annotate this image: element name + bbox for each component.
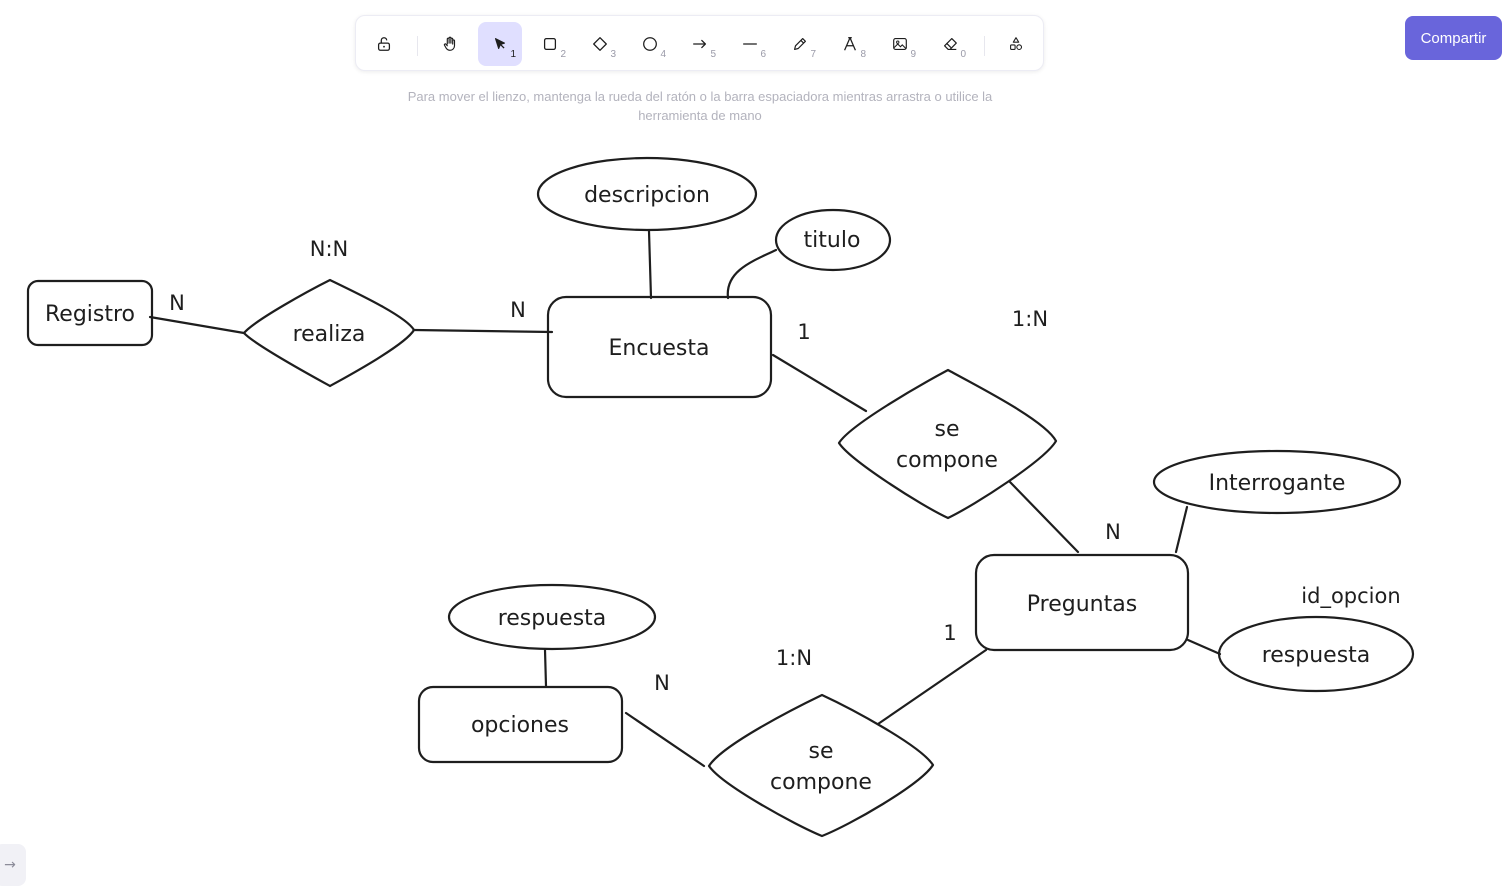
lock-open-icon	[377, 37, 391, 51]
line-shortcut-key: 6	[760, 49, 766, 60]
cardinality-one-preguntas: 1	[943, 621, 956, 645]
rectangle-shortcut-key: 2	[560, 49, 566, 60]
main-toolbar: 1 2 3 4 5 6 7 8 9 0	[355, 15, 1044, 71]
text-icon	[844, 37, 856, 51]
shapes-icon	[1010, 37, 1023, 51]
entity-opciones-label: opciones	[471, 713, 569, 738]
relationship-se-compone-2-line-2: compone	[770, 770, 872, 795]
relationship-se-compone-1[interactable]	[837, 368, 1058, 520]
entity-encuesta-label: Encuesta	[609, 336, 710, 361]
diamond-shortcut-key: 3	[610, 49, 616, 60]
connector-se-compone-2-opciones[interactable]	[624, 711, 706, 768]
arrow-icon	[693, 39, 707, 49]
more-shapes-button[interactable]	[994, 22, 1038, 66]
entity-preguntas[interactable]	[974, 553, 1190, 652]
draw-shortcut-key: 7	[810, 49, 816, 60]
eraser-tool-button[interactable]: 0	[928, 22, 972, 66]
hand-icon	[443, 36, 456, 51]
toolbar-divider	[984, 36, 985, 56]
attribute-titulo-label: titulo	[804, 228, 861, 253]
relationship-se-compone-1-line-1: se	[935, 417, 960, 442]
canvas-hint-text: Para mover el lienzo, mantenga la rueda …	[407, 89, 993, 123]
relationship-realiza[interactable]	[242, 278, 416, 388]
rectangle-icon	[543, 37, 557, 51]
connector-se-compone-preguntas[interactable]	[1008, 480, 1080, 554]
arrow-shortcut-key: 5	[710, 49, 716, 60]
relationship-se-compone-2[interactable]	[707, 693, 935, 838]
connector-opciones-respuesta[interactable]	[543, 648, 548, 688]
connector-encuesta-titulo[interactable]	[726, 248, 778, 300]
cardinality-n-encuesta: N	[510, 298, 526, 322]
connector-preguntas-se-compone-2[interactable]	[876, 648, 988, 726]
draw-tool-button[interactable]: 7	[778, 22, 822, 66]
cardinality-one-encuesta: 1	[797, 320, 810, 344]
relationship-se-compone-1-line-2: compone	[896, 448, 998, 473]
share-button[interactable]: Compartir	[1405, 16, 1502, 60]
toolbar-divider	[417, 36, 418, 56]
lock-tool-button[interactable]	[362, 22, 406, 66]
cardinality-n-preguntas: N	[1105, 520, 1121, 544]
pointer-icon	[494, 38, 506, 50]
selection-tool-button[interactable]: 1	[478, 22, 522, 66]
diamond-icon	[593, 37, 607, 51]
entity-registro[interactable]	[26, 279, 154, 347]
image-icon	[893, 38, 907, 50]
rectangle-tool-button[interactable]: 2	[528, 22, 572, 66]
attribute-respuesta-opciones[interactable]	[447, 583, 657, 651]
attribute-interrogante[interactable]	[1152, 449, 1402, 515]
attribute-titulo[interactable]	[774, 208, 892, 272]
image-shortcut-key: 9	[910, 49, 916, 60]
entity-encuesta[interactable]	[546, 295, 773, 399]
cardinality-n-registro: N	[169, 291, 185, 315]
attribute-respuesta-preguntas[interactable]	[1217, 615, 1415, 693]
connector-realiza-encuesta[interactable]	[412, 328, 554, 334]
text-shortcut-key: 8	[860, 49, 866, 60]
ellipse-icon	[643, 37, 657, 51]
image-tool-button[interactable]: 9	[878, 22, 922, 66]
pencil-icon	[794, 38, 806, 50]
attribute-interrogante-label: Interrogante	[1209, 471, 1346, 496]
connector-preguntas-respuesta[interactable]	[1186, 638, 1222, 656]
line-icon	[743, 43, 757, 45]
entity-opciones[interactable]	[417, 685, 624, 764]
exit-button[interactable]: →	[0, 844, 26, 886]
connector-encuesta-se-compone[interactable]	[771, 353, 868, 413]
diamond-tool-button[interactable]: 3	[578, 22, 622, 66]
text-tool-button[interactable]: 8	[828, 22, 872, 66]
connector-registro-realiza[interactable]	[148, 315, 246, 335]
relationship-realiza-label: realiza	[293, 322, 366, 347]
connector-encuesta-descripcion[interactable]	[647, 229, 653, 300]
selection-shortcut-key: 1	[510, 49, 516, 60]
cardinality-nn-label: N:N	[310, 237, 349, 261]
ellipse-shortcut-key: 4	[660, 49, 666, 60]
cardinality-one-n-top: 1:N	[1012, 307, 1048, 331]
eraser-shortcut-key: 0	[960, 49, 966, 60]
attribute-descripcion[interactable]	[536, 156, 758, 232]
hand-tool-button[interactable]	[428, 22, 472, 66]
attribute-respuesta-opciones-label: respuesta	[498, 606, 607, 631]
arrow-tool-button[interactable]: 5	[678, 22, 722, 66]
cardinality-n-opciones: N	[654, 671, 670, 695]
attribute-descripcion-label: descripcion	[584, 183, 710, 208]
exit-arrow-icon: →	[4, 857, 16, 873]
attribute-respuesta-preguntas-label: respuesta	[1262, 643, 1371, 668]
eraser-icon	[944, 38, 957, 50]
relationship-se-compone-2-line-1: se	[809, 739, 834, 764]
entity-registro-label: Registro	[45, 302, 135, 327]
entity-preguntas-label: Preguntas	[1027, 592, 1137, 617]
connector-preguntas-interrogante[interactable]	[1174, 505, 1189, 554]
ellipse-tool-button[interactable]: 4	[628, 22, 672, 66]
attribute-id-opcion-label: id_opcion	[1301, 584, 1400, 609]
cardinality-one-n-bottom: 1:N	[776, 646, 812, 670]
line-tool-button[interactable]: 6	[728, 22, 772, 66]
